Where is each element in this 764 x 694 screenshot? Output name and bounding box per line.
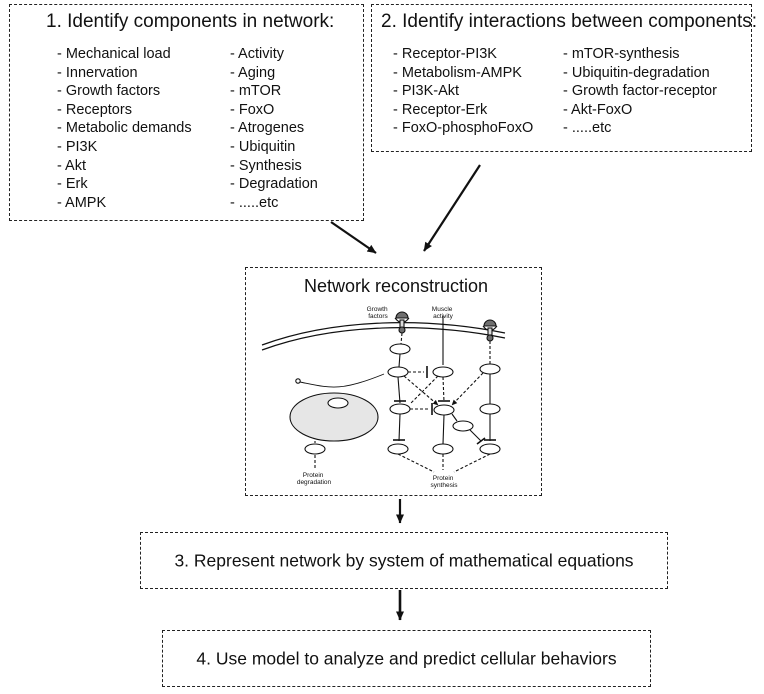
interaction-item: - Ubiquitin-degradation xyxy=(563,64,710,81)
interaction-item: - Receptor-PI3K xyxy=(393,46,497,62)
component-item: - AMPK xyxy=(57,194,107,211)
arrow-interactions-to-network xyxy=(423,164,481,252)
interaction-item: - Akt-FoxO xyxy=(563,101,633,118)
node xyxy=(432,443,454,455)
component-item: - Synthesis xyxy=(230,157,302,174)
node xyxy=(389,343,411,355)
component-item: - Erk xyxy=(57,176,88,193)
predict-box: 4. Use model to analyze and predict cell… xyxy=(162,630,651,687)
component-item: - Activity xyxy=(230,46,284,62)
interaction-item: - Receptor-Erk xyxy=(393,101,488,118)
component-item: - Aging xyxy=(230,64,276,81)
interaction-item: - .....etc xyxy=(563,120,612,137)
node xyxy=(432,366,454,378)
interaction-item: - FoxO-phosphoFoxO xyxy=(393,120,534,137)
component-item: - Metabolic demands xyxy=(57,120,192,137)
components-box: 1. Identify components in network: - Mec… xyxy=(9,4,364,221)
interactions-list-col1: - Receptor-PI3K - Metabolism-AMPK - PI3K… xyxy=(393,45,533,138)
interactions-list-col2: - mTOR-synthesis - Ubiquitin-degradation… xyxy=(563,45,717,138)
component-item: - Mechanical load xyxy=(57,46,171,62)
receptor-icon xyxy=(394,311,410,334)
node xyxy=(387,366,409,378)
component-item: - PI3K xyxy=(57,138,98,155)
component-item: - Atrogenes xyxy=(230,120,305,137)
muscle-activity-label: Muscle activity xyxy=(432,306,454,320)
component-item: - .....etc xyxy=(230,194,279,211)
component-item: - Ubiquitin xyxy=(230,138,296,155)
interaction-item: - PI3K-Akt xyxy=(393,83,460,100)
node xyxy=(479,363,501,375)
components-list-col1: - Mechanical load - Innervation - Growth… xyxy=(57,45,192,212)
arrow-components-to-network xyxy=(330,221,377,254)
node xyxy=(479,443,501,455)
interactions-title: 2. Identify interactions between compone… xyxy=(381,11,758,32)
node xyxy=(387,443,409,455)
nucleus xyxy=(289,392,379,442)
equations-box: 3. Represent network by system of mathem… xyxy=(140,532,668,589)
component-item: - mTOR xyxy=(230,83,282,100)
growth-factors-label: Growth factors xyxy=(367,306,390,320)
interactions-box: 2. Identify interactions between compone… xyxy=(371,4,757,152)
component-item: - FoxO xyxy=(230,101,275,118)
interaction-item: - mTOR-synthesis xyxy=(563,46,680,62)
component-item: - Growth factors xyxy=(57,83,161,100)
interaction-item: - Metabolism-AMPK xyxy=(393,64,522,81)
component-item: - Degradation xyxy=(230,176,318,193)
node xyxy=(479,403,501,415)
protein-synthesis-label: Protein synthesis xyxy=(430,475,458,489)
node xyxy=(389,403,411,415)
node xyxy=(452,420,474,432)
node xyxy=(433,404,455,416)
cell-membrane xyxy=(261,322,506,346)
equations-label: 3. Represent network by system of mathem… xyxy=(174,550,634,570)
receptor-icon xyxy=(482,319,498,342)
network-title: Network reconstruction xyxy=(304,276,489,296)
component-item: - Akt xyxy=(57,157,87,174)
predict-label: 4. Use model to analyze and predict cell… xyxy=(196,648,617,668)
components-title: 1. Identify components in network: xyxy=(46,11,335,32)
protein-degradation-label: Protein degradation xyxy=(297,472,332,486)
interaction-item: - Growth factor-receptor xyxy=(563,83,717,100)
components-list-col2: - Activity - Aging - mTOR - FoxO - Atrog… xyxy=(230,45,318,212)
node xyxy=(327,397,349,409)
network-schematic xyxy=(261,311,506,473)
node xyxy=(304,443,326,455)
network-box: Network reconstruction xyxy=(245,267,542,496)
component-item: - Innervation xyxy=(57,64,138,81)
component-item: - Receptors xyxy=(57,101,132,118)
